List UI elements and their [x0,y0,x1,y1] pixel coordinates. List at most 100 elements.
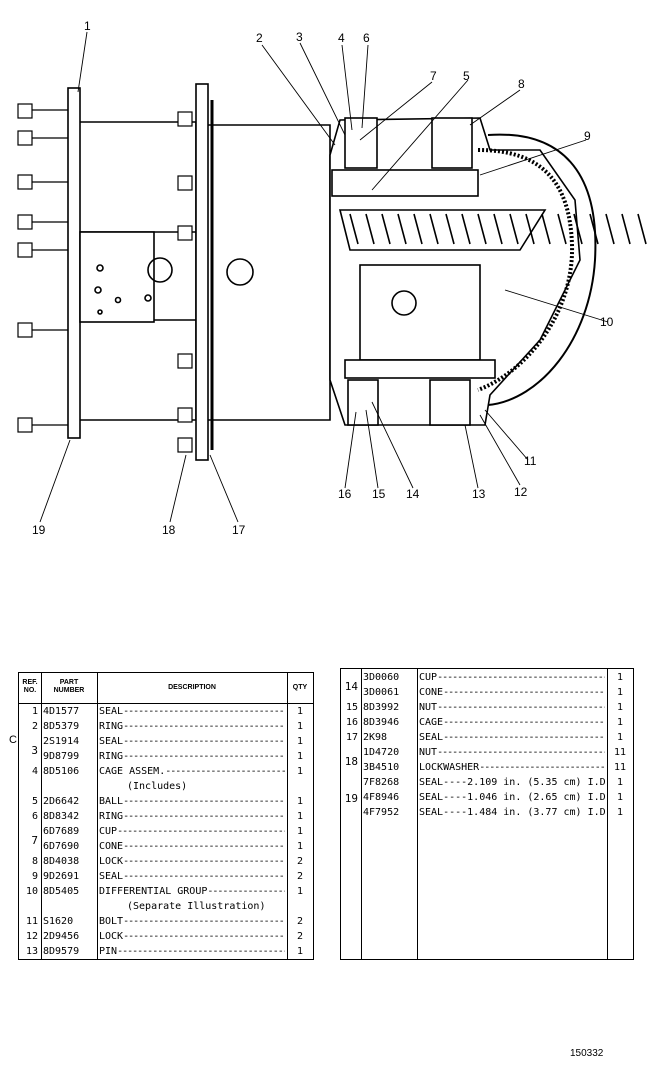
description: SEAL------------------------------------… [419,731,605,745]
quantity: 1 [296,721,304,732]
description: RING------------------------------------… [99,810,285,824]
description: (Separate Illustration) [127,901,266,912]
ref-number: 6 [31,811,38,822]
quantity: 1 [296,946,304,957]
description: PIN-------------------------------------… [99,945,285,959]
description: SEAL----1.484 in. (3.77 cm) I.D.--------… [419,807,605,818]
callout-labels: 1 2 3 4 6 7 5 8 9 10 11 12 13 14 15 16 1… [32,19,614,537]
leader-dots: ----------------------------------------… [123,796,285,807]
part-number: 6D7689 [43,826,80,837]
part-number: 8D5405 [43,886,80,897]
quantity: 1 [296,751,304,762]
callout-15: 15 [372,487,386,501]
table-row: 6D7689 CUP-------------------------------… [19,825,313,839]
callout-9: 9 [584,129,591,143]
table-row: (Includes) [19,780,313,794]
quantity: 2 [296,856,304,867]
ref-number: 13 [25,946,38,957]
quantity: 1 [296,826,304,837]
callout-13: 13 [472,487,486,501]
part-number: 3D0060 [363,672,400,683]
part-number: 8D8342 [43,811,80,822]
table-row: 2S1914 SEAL------------------------------… [19,735,313,749]
part-number: 2D6642 [43,796,80,807]
table-row: 4F7952 SEAL----1.484 in. (3.77 cm) I.D.--… [341,806,633,820]
leader-dots: ----------------------------------------… [123,841,285,852]
description: RING------------------------------------… [99,720,285,734]
description: CAGE------------------------------------… [419,716,605,730]
leader-dots: ----------------------------------------… [123,751,285,762]
part-number: 8D4038 [43,856,80,867]
quantity: 1 [616,717,624,728]
part-number: 8D5379 [43,721,80,732]
part-number: 2D9456 [43,931,80,942]
ref-number: 5 [31,796,38,807]
ref-number: 17 [345,732,358,743]
quantity: 11 [613,747,627,758]
description: CAGE ASSEM.-----------------------------… [99,765,285,779]
quantity: 1 [296,841,304,852]
quantity: 1 [616,672,624,683]
part-number: 2S1914 [43,736,80,747]
table-row: (Separate Illustration) [19,900,313,914]
part-number: 4D1577 [43,706,80,717]
callout-12: 12 [514,485,528,499]
description: DIFFERENTIAL GROUP----------------------… [99,885,285,899]
leader-dots: ----------------------------------------… [443,687,605,698]
description: SEAL------------------------------------… [99,705,285,719]
table-row: 6D7690 CONE------------------------------… [19,840,313,854]
quantity: 1 [296,886,304,897]
quantity: 2 [296,871,304,882]
description: CUP-------------------------------------… [99,825,285,839]
leader-dots: ----------------------------------------… [443,732,605,743]
leader-dots: ----------------------------------------… [165,766,285,777]
leader-dots: ----------------------------------------… [207,886,285,897]
description: NUT-------------------------------------… [419,701,605,715]
part-number: 1D4720 [363,747,400,758]
description: SEAL------------------------------------… [99,735,285,749]
assembly-diagram: 1 2 3 4 6 7 5 8 9 10 11 12 13 14 15 16 1… [17,19,647,537]
quantity: 2 [296,916,304,927]
description: NUT-------------------------------------… [419,746,605,760]
part-number: 3D0061 [363,687,400,698]
part-number: 4F7952 [363,807,400,818]
description: CONE------------------------------------… [419,686,605,700]
quantity: 1 [296,811,304,822]
part-number: 8D9579 [43,946,80,957]
leader-dots: ----------------------------------------… [123,706,285,717]
description: SEAL----2.109 in. (5.35 cm) I.D.--------… [419,777,605,788]
callout-16: 16 [338,487,352,501]
ref-number: 8 [31,856,38,867]
callout-11: 11 [524,454,537,468]
leader-dots: ----------------------------------------… [123,931,285,942]
table-row: 3D0061 CONE------------------------------… [341,686,633,700]
side-letter: C [9,734,17,746]
quantity: 1 [616,702,624,713]
callout-4: 4 [338,31,345,45]
leader-dots: ----------------------------------------… [117,826,285,837]
part-number: 6D7690 [43,841,80,852]
quantity: 1 [296,766,304,777]
group-ref: 19 [343,792,358,805]
description: BOLT------------------------------------… [99,915,285,929]
description: CONE------------------------------------… [99,840,285,854]
ref-number: 9 [31,871,38,882]
quantity: 11 [613,762,627,773]
ref-number: 4 [31,766,38,777]
ref-number: 12 [25,931,38,942]
ref-number: 16 [345,717,358,728]
table-row: 6 8D8342 RING-----------------------------… [19,810,313,824]
leader-dots: ----------------------------------------… [437,702,605,713]
quantity: 1 [616,792,624,803]
